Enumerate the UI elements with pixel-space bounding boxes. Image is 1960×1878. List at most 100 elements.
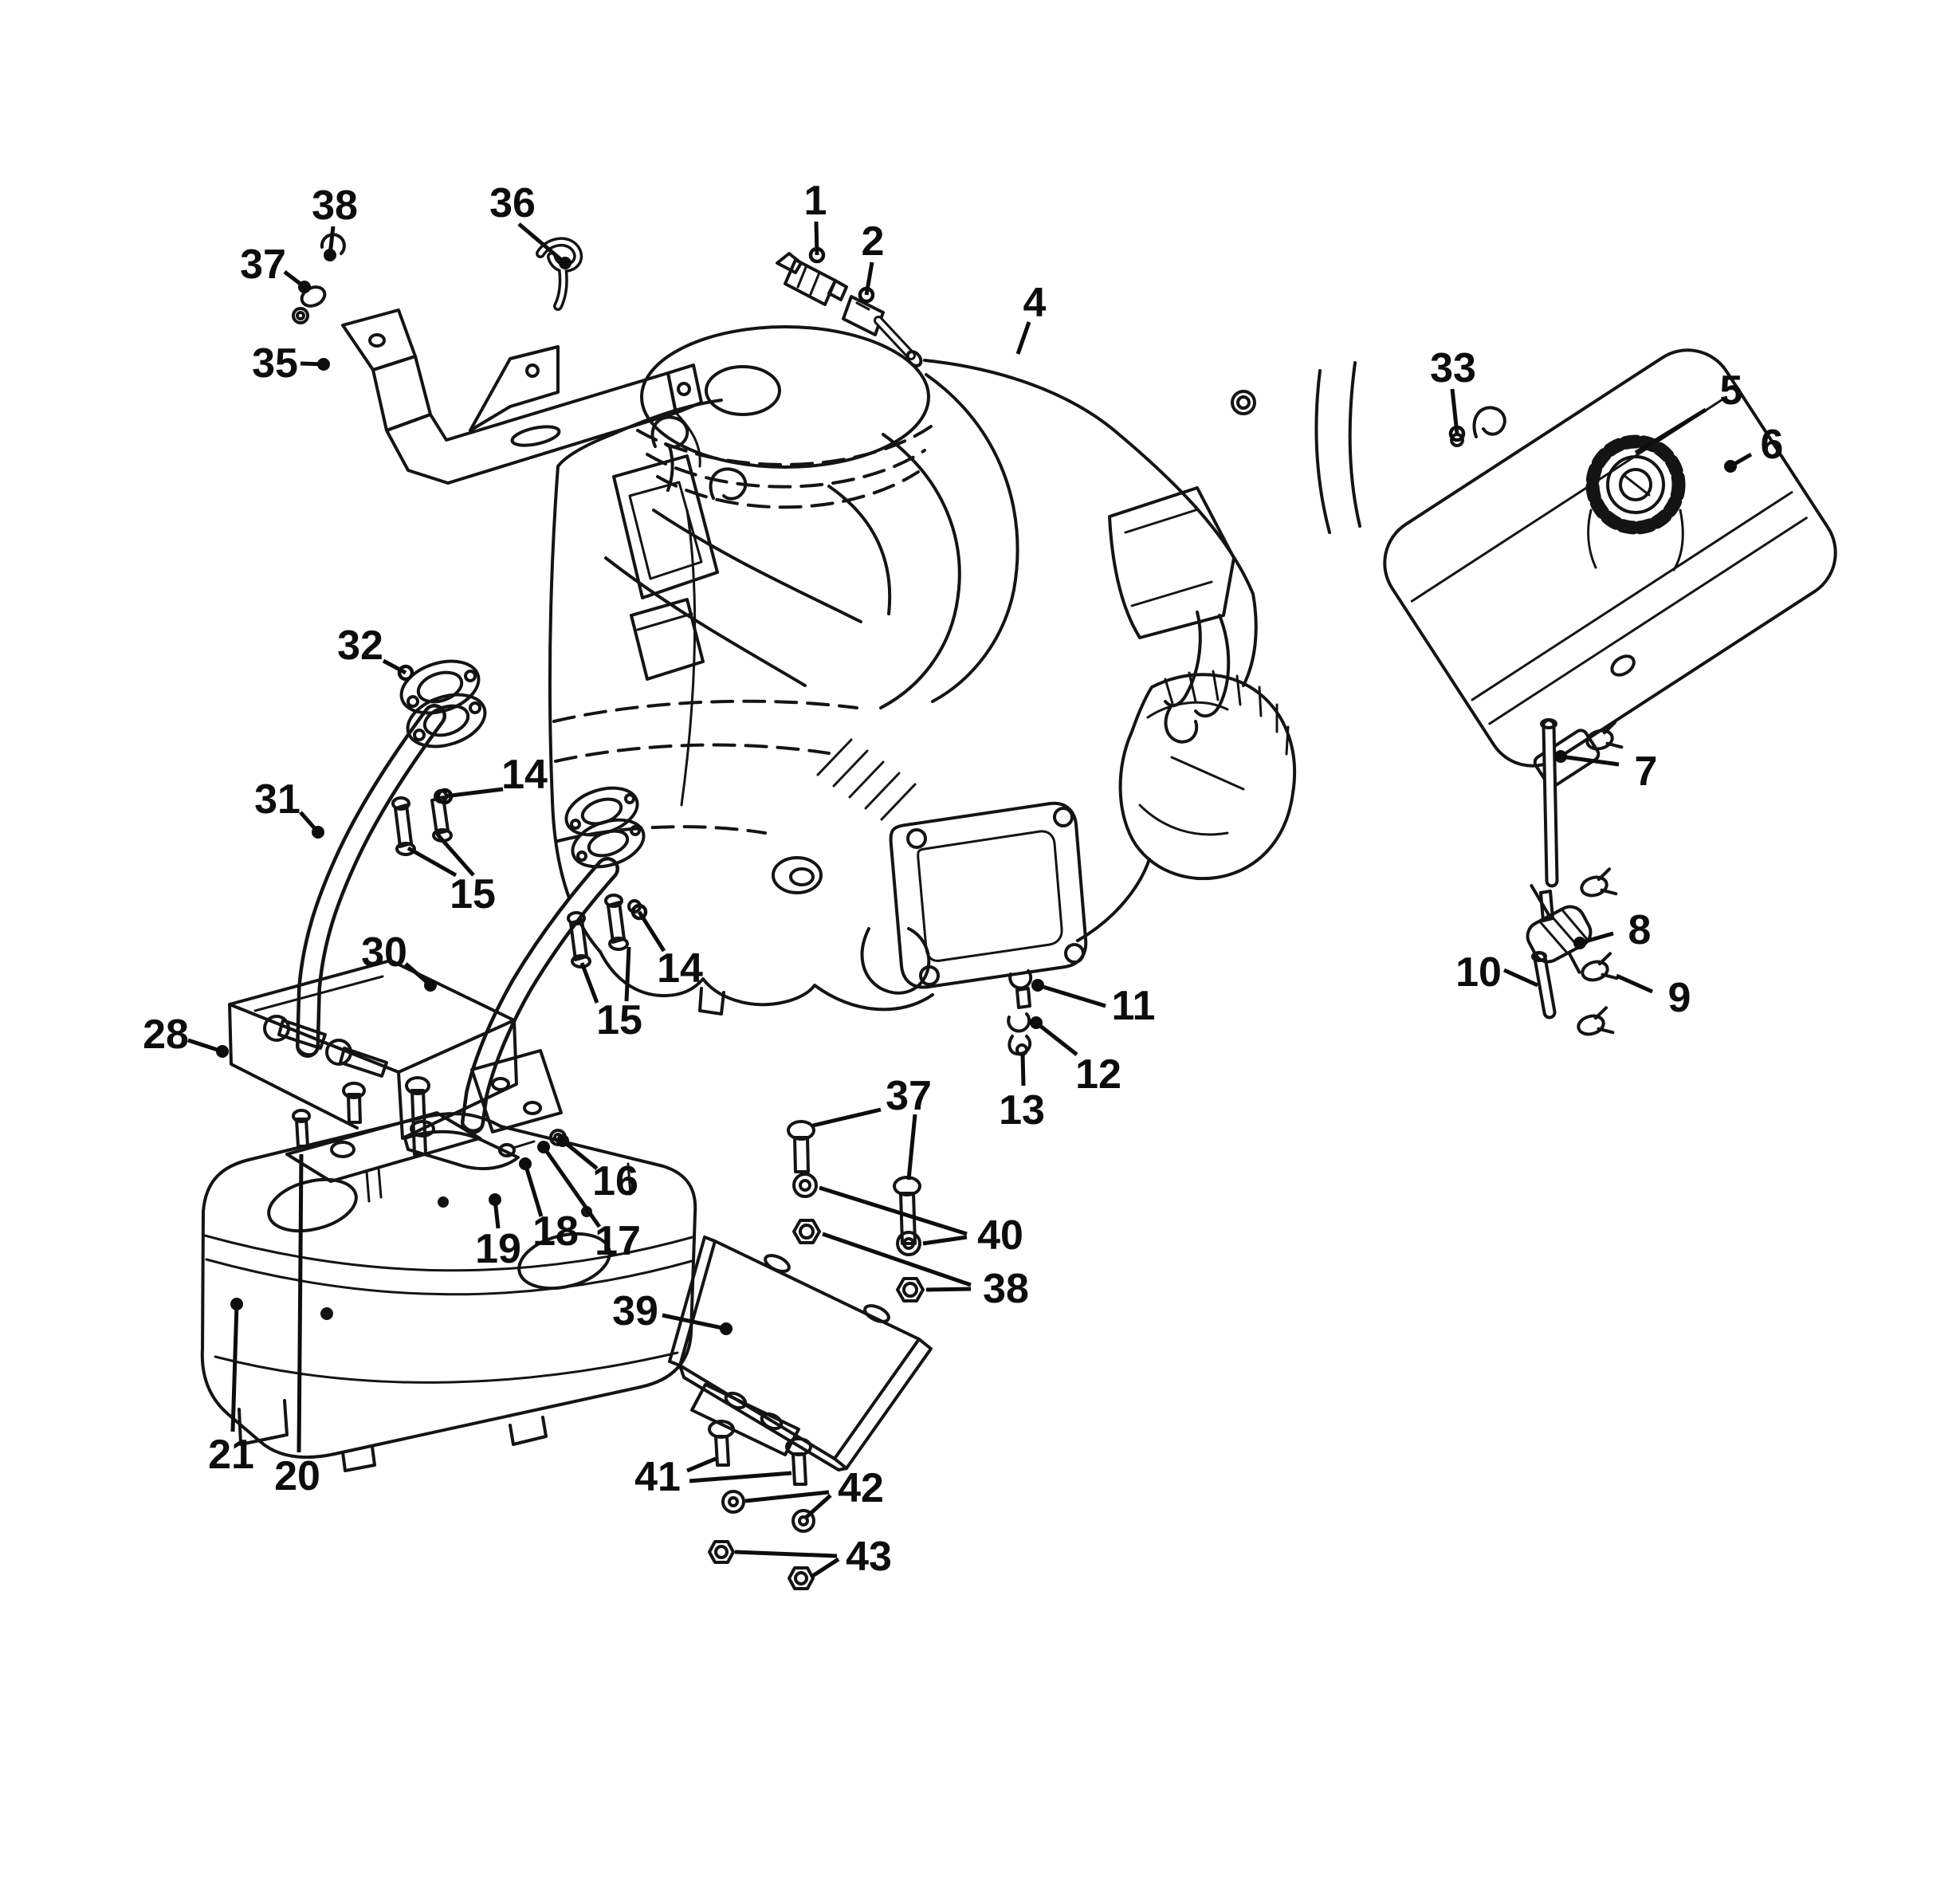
callout-number: 13: [999, 1087, 1045, 1133]
callout-14: 14: [436, 752, 548, 805]
callout-number: 37: [886, 1073, 932, 1119]
callout-number: 17: [595, 1218, 641, 1264]
callout-number: 14: [657, 945, 703, 992]
callout-number: 6: [1761, 422, 1784, 468]
leader-dot: [1031, 979, 1044, 992]
plug-bushing: [842, 295, 923, 367]
leader-line: [407, 846, 458, 878]
hose-clamp-small: [292, 285, 327, 324]
leader-line: [297, 1153, 304, 1453]
callout-8: 8: [1573, 907, 1651, 953]
callout-number: 14: [501, 752, 548, 798]
callout-18: 18: [519, 1157, 579, 1255]
exhaust-gaskets: [399, 659, 487, 748]
leader-line: [662, 1313, 727, 1331]
callout-12: 12: [1030, 1016, 1121, 1098]
leader-dot: [317, 358, 330, 371]
leader-line: [517, 222, 567, 265]
callout-number: 38: [983, 1266, 1029, 1312]
callout-15: 15: [407, 833, 496, 917]
leader-line: [1035, 1021, 1078, 1056]
callout-number: 4: [1023, 280, 1047, 326]
shield-bolts: [787, 1120, 925, 1302]
leader-line: [925, 1287, 972, 1292]
fuel-line: [1531, 718, 1559, 1020]
callout-number: 31: [254, 776, 300, 823]
callout-number: 41: [634, 1454, 681, 1500]
hose-clamp: [1580, 867, 1618, 898]
manifold-bolts: [567, 894, 642, 968]
exhaust-gaskets: [564, 786, 646, 869]
callout-number: 7: [1635, 748, 1658, 795]
callout-1: 1: [804, 178, 827, 264]
callout-number: 12: [1075, 1051, 1121, 1098]
callout-number: 32: [337, 623, 383, 669]
leader-dot: [489, 1193, 501, 1206]
callout-16: 16: [556, 1134, 638, 1204]
breather-hose: [536, 237, 583, 311]
callout-2: 2: [858, 218, 885, 304]
callout-37: 37: [240, 242, 311, 293]
engine-bottom-outline: [599, 950, 934, 1012]
leader-dot: [559, 257, 572, 269]
muffler-bracket: [228, 959, 632, 1203]
callout-15: 15: [579, 946, 642, 1043]
callout-number: 10: [1455, 949, 1502, 996]
leader-line: [686, 1456, 717, 1473]
drain-clips: [1007, 969, 1033, 1056]
callout-38: 38: [312, 183, 358, 261]
fuel-cap: [1585, 434, 1686, 535]
heat-shield-plate: [668, 1236, 933, 1471]
callout-21: 21: [208, 1298, 254, 1478]
callout-13: 13: [999, 1053, 1045, 1133]
leader-line: [822, 1232, 972, 1287]
callout-10: 10: [1455, 949, 1539, 996]
leader-dot: [519, 1157, 532, 1170]
muffler: [200, 1112, 697, 1472]
leader-dot: [312, 826, 324, 839]
leader-ring: [630, 903, 648, 921]
callout-40: 40: [819, 1185, 1023, 1259]
callout-41: 41: [634, 1454, 792, 1500]
cylinder-fins: [816, 738, 917, 821]
callout-20: 20: [274, 1153, 320, 1499]
leader-line: [1502, 968, 1539, 988]
callout-number: 30: [361, 929, 407, 976]
leader-line: [523, 1163, 544, 1217]
leader-line: [382, 658, 407, 675]
callout-6: 6: [1724, 422, 1783, 473]
leader-line: [444, 787, 504, 799]
leader-dot: [1030, 1016, 1043, 1029]
callout-33: 33: [1430, 345, 1476, 442]
leader-line: [561, 1139, 599, 1170]
leader-line: [1615, 973, 1654, 994]
leader-ring: [858, 286, 875, 304]
leader-line: [1015, 321, 1031, 355]
leader-line: [689, 1471, 792, 1483]
oil-fill-ring: [1231, 390, 1256, 415]
callout-number: 15: [596, 997, 642, 1043]
callout-36: 36: [489, 180, 572, 269]
spark-plug: [776, 252, 848, 306]
callout-number: 28: [143, 1012, 189, 1058]
callout-5: 5: [1634, 367, 1743, 455]
leader-line: [624, 946, 631, 1002]
callout-35: 35: [252, 340, 330, 387]
fan-center-hole: [705, 365, 781, 416]
leader-dot: [424, 979, 437, 992]
callout-37: 37: [812, 1073, 932, 1181]
fuel-tank: [1383, 348, 1837, 788]
callout-number: 36: [489, 180, 536, 226]
callout-number: 5: [1720, 367, 1743, 414]
leader-dot: [230, 1298, 243, 1310]
callout-14: 14: [630, 903, 703, 992]
callout-39: 39: [612, 1288, 733, 1335]
leader-line: [906, 1114, 917, 1181]
callout-number: 38: [312, 183, 358, 229]
callout-number: 2: [862, 218, 885, 265]
callout-number: 8: [1628, 907, 1652, 953]
fan-housing-top: [640, 325, 930, 469]
callout-4: 4: [1015, 280, 1047, 355]
leader-line: [1037, 983, 1106, 1008]
